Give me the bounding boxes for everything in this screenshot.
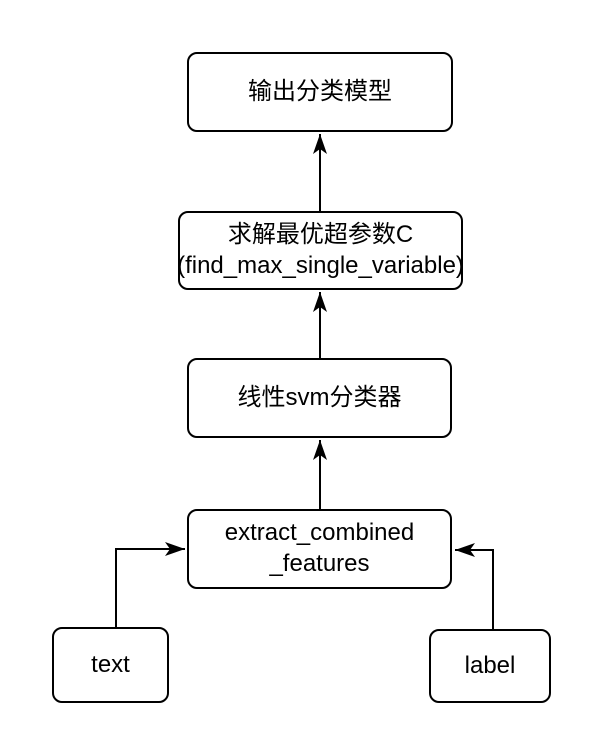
node-label: text: [91, 650, 130, 678]
node-extract-combined-features: extract_combined _features: [187, 509, 452, 589]
node-label: 输出分类模型: [248, 77, 392, 105]
edge-label-to-extract: [455, 543, 494, 629]
node-label-input: label: [429, 629, 551, 703]
node-label: label: [464, 651, 516, 679]
node-linear-svm-classifier: 线性svm分类器: [187, 358, 452, 438]
node-sublabel: (find_max_single_variable): [177, 251, 464, 279]
node-sublabel: _features: [269, 550, 370, 577]
node-text-input: text: [52, 627, 169, 703]
node-find-max-single-variable: 求解最优超参数C (find_max_single_variable): [177, 211, 464, 290]
node-label: 求解最优超参数C: [227, 220, 414, 248]
edge-text-to-extract: [115, 542, 185, 627]
node-label: 线性svm分类器: [237, 383, 402, 411]
node-label: extract_combined: [224, 519, 415, 547]
node-output-classification-model: 输出分类模型: [187, 52, 453, 132]
